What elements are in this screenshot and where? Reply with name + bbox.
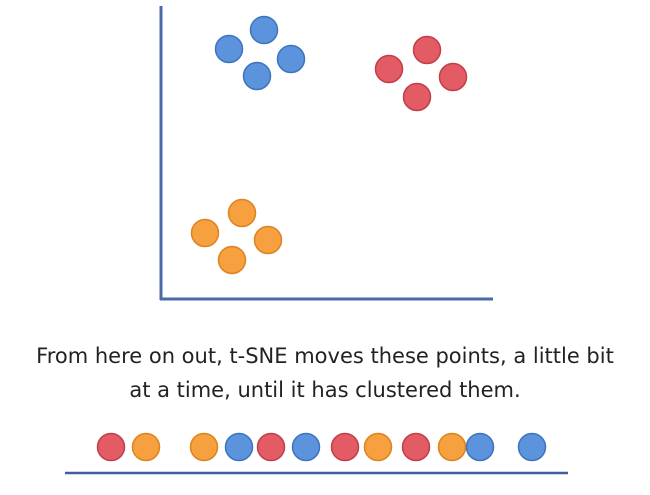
cluster-blue <box>214 15 306 91</box>
red-point-4 <box>402 82 432 112</box>
number-line-point-red <box>330 432 360 462</box>
blue-point-2 <box>214 34 244 64</box>
number-line <box>65 432 568 475</box>
red-point-2 <box>374 54 404 84</box>
orange-point-4 <box>217 245 247 275</box>
number-line-points <box>96 432 547 462</box>
cluster-red <box>374 35 468 112</box>
blue-point-1 <box>249 15 279 45</box>
number-line-point-blue <box>517 432 547 462</box>
number-line-point-blue <box>291 432 321 462</box>
number-line-point-red <box>256 432 286 462</box>
blue-point-3 <box>276 44 306 74</box>
number-line-point-blue <box>224 432 254 462</box>
caption-line-2: at a time, until it has clustered them. <box>129 378 521 402</box>
number-line-point-orange <box>189 432 219 462</box>
orange-point-1 <box>227 198 257 228</box>
orange-point-3 <box>253 225 283 255</box>
number-line-point-blue <box>465 432 495 462</box>
blue-point-4 <box>242 61 272 91</box>
red-point-1 <box>412 35 442 65</box>
orange-point-2 <box>190 218 220 248</box>
caption-line-1: From here on out, t-SNE moves these poin… <box>36 344 614 368</box>
number-line-point-orange <box>131 432 161 462</box>
number-line-point-orange <box>437 432 467 462</box>
cluster-orange <box>190 198 283 275</box>
plot-axes <box>159 6 493 301</box>
red-point-3 <box>438 62 468 92</box>
number-line-point-red <box>401 432 431 462</box>
number-line-point-orange <box>363 432 393 462</box>
number-line-point-red <box>96 432 126 462</box>
